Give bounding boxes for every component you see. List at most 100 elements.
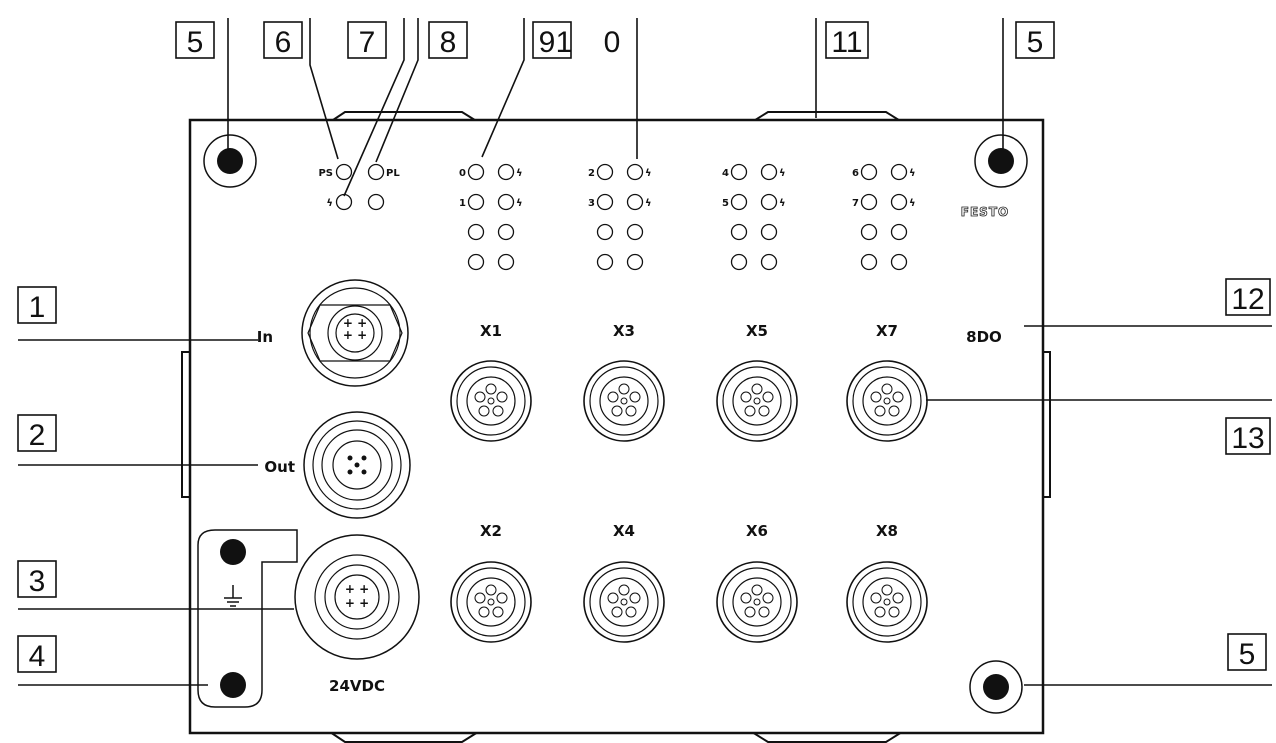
led-error-label: ϟ	[326, 198, 333, 209]
led-ch1-label: 1	[459, 198, 466, 209]
io-sockets	[450, 360, 928, 643]
callout-5-top-left: 5	[175, 21, 215, 59]
led-group3-row3-a	[860, 253, 878, 271]
callout-leaders	[18, 18, 1272, 686]
led-group0-row1-a	[467, 193, 485, 211]
port-label-x4: X4	[613, 522, 635, 540]
svg-text:+ +: + +	[343, 316, 367, 330]
bus-in-connector: + + + +	[301, 279, 409, 387]
led-ch6-label: 6	[852, 168, 859, 179]
led-group3-row1-a	[860, 193, 878, 211]
callout-5-bottom-right: 5	[1227, 633, 1267, 671]
led-group3-row1-b	[890, 193, 908, 211]
socket-x1	[450, 360, 532, 442]
module-type-label: 8DO	[966, 328, 1002, 346]
svg-text:1: 1	[556, 26, 573, 59]
svg-text:5: 5	[1027, 26, 1044, 59]
led-ch3-label: 3	[588, 198, 595, 209]
mounting-hole-top-left	[203, 134, 257, 188]
led-fault-label: ϟ	[779, 168, 786, 179]
bus-in-label: In	[257, 328, 273, 346]
led-ps	[335, 163, 353, 181]
led-group0-row0-a	[467, 163, 485, 181]
led-fault-label: ϟ	[909, 168, 916, 179]
led-group2-row1-a	[730, 193, 748, 211]
bus-out-label: Out	[264, 458, 295, 476]
callout-13: 13	[1225, 417, 1271, 455]
led-group1-row3-a	[596, 253, 614, 271]
callout-8: 8	[428, 21, 468, 59]
svg-text:11: 11	[831, 26, 862, 59]
svg-text:1: 1	[29, 291, 46, 324]
led-group1-row2-a	[596, 223, 614, 241]
brand-logo: FESTO	[961, 205, 1009, 219]
callout-12: 12	[1225, 278, 1271, 316]
port-label-x3: X3	[613, 322, 635, 340]
led-group0-row1-b	[497, 193, 515, 211]
svg-text:12: 12	[1231, 283, 1264, 316]
led-group0-row3-a	[467, 253, 485, 271]
socket-x8	[846, 561, 928, 643]
led-group1-row2-b	[626, 223, 644, 241]
led-spare	[367, 193, 385, 211]
bus-out-connector	[303, 411, 411, 519]
port-label-x6: X6	[746, 522, 768, 540]
led-group2-row2-b	[760, 223, 778, 241]
callout-3: 3	[17, 560, 57, 598]
led-group0-row2-b	[497, 223, 515, 241]
callout-9: 9	[532, 21, 572, 59]
led-pl	[367, 163, 385, 181]
led-group2-row0-a	[730, 163, 748, 181]
callout-10: 1 0	[556, 26, 621, 59]
led-ch2-label: 2	[588, 168, 595, 179]
svg-text:6: 6	[275, 26, 292, 59]
led-ps-label: PS	[318, 168, 333, 179]
port-label-x1: X1	[480, 322, 502, 340]
svg-text:5: 5	[1239, 638, 1256, 671]
callout-7: 7	[347, 21, 387, 59]
callout-5-top-right: 5	[1015, 21, 1055, 59]
led-group0-row0-b	[497, 163, 515, 181]
led-group3-row2-b	[890, 223, 908, 241]
callout-11: 11	[825, 21, 869, 59]
svg-text:7: 7	[359, 26, 376, 59]
led-ch5-label: 5	[722, 198, 729, 209]
socket-x7	[846, 360, 928, 442]
led-group3-row0-a	[860, 163, 878, 181]
led-group2-row2-a	[730, 223, 748, 241]
svg-text:9: 9	[539, 26, 556, 59]
led-group1-row0-a	[596, 163, 614, 181]
led-group2-row3-b	[760, 253, 778, 271]
socket-x4	[583, 561, 665, 643]
led-group3-row0-b	[890, 163, 908, 181]
led-fault-label: ϟ	[779, 198, 786, 209]
port-label-x2: X2	[480, 522, 502, 540]
led-group1-row0-b	[626, 163, 644, 181]
socket-x2	[450, 561, 532, 643]
led-group1-row1-a	[596, 193, 614, 211]
svg-text:0: 0	[604, 26, 621, 59]
led-group1-row3-b	[626, 253, 644, 271]
svg-text:3: 3	[29, 565, 46, 598]
port-label-x7: X7	[876, 322, 898, 340]
svg-text:8: 8	[440, 26, 457, 59]
callout-6: 6	[263, 21, 303, 59]
power-connector: + + + +	[294, 534, 420, 660]
led-ch0-label: 0	[459, 168, 466, 179]
callout-1: 1	[17, 286, 57, 324]
led-fault-label: ϟ	[516, 198, 523, 209]
ground-icon	[224, 585, 242, 607]
power-label: 24VDC	[329, 677, 385, 695]
svg-text:5: 5	[187, 26, 204, 59]
callout-2: 2	[17, 414, 57, 452]
led-fault-label: ϟ	[645, 198, 652, 209]
led-fault-label: ϟ	[645, 168, 652, 179]
led-ch7-label: 7	[852, 198, 859, 209]
housing-tabs	[181, 111, 1051, 743]
svg-text:4: 4	[29, 640, 46, 673]
led-group3-row3-b	[890, 253, 908, 271]
svg-text:+ +: + +	[345, 582, 369, 596]
led-fault-label: ϟ	[909, 198, 916, 209]
